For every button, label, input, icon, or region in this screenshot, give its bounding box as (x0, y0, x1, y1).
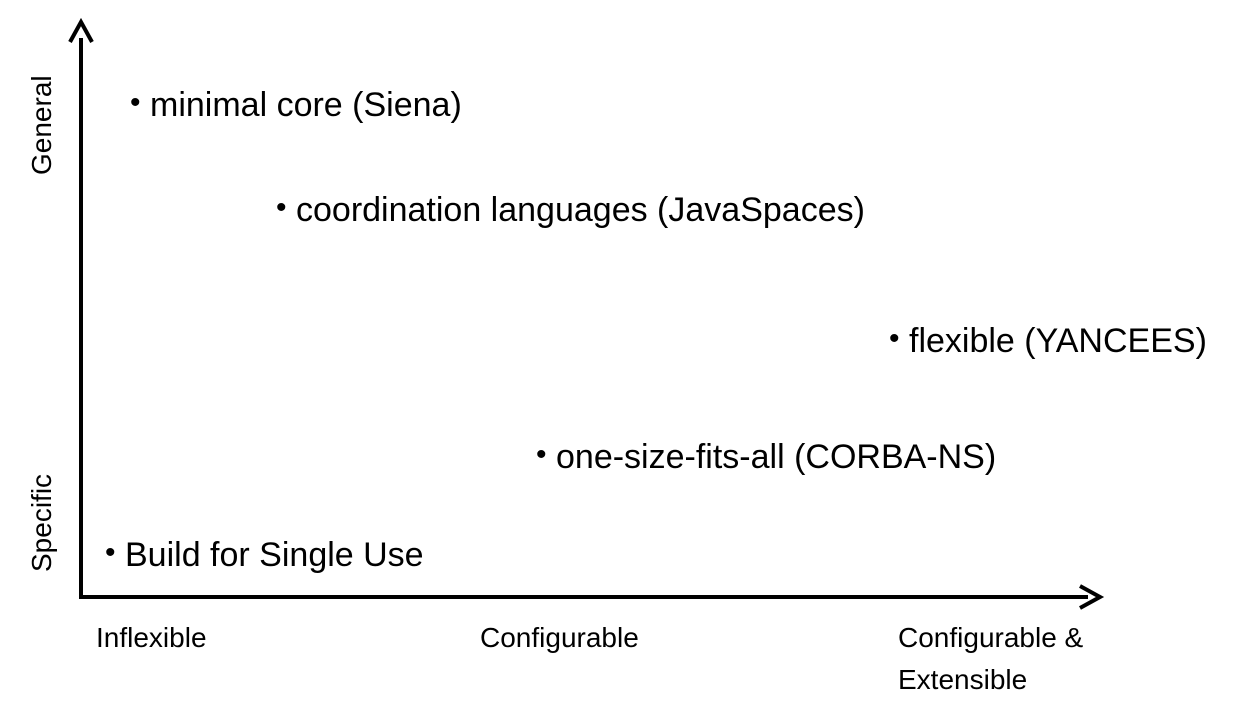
item-single-use: • Build for Single Use (105, 536, 424, 574)
item-one-size-fits-all-label: one-size-fits-all (CORBA-NS) (556, 438, 997, 476)
x-label-configurable-extensible-line1: Configurable & (898, 622, 1084, 653)
item-coordination-languages-label: coordination languages (JavaSpaces) (296, 191, 865, 229)
bullet-icon: • (130, 86, 141, 119)
x-label-inflexible: Inflexible (96, 622, 207, 653)
item-minimal-core-label: minimal core (Siena) (150, 86, 462, 124)
y-label-general: General (26, 75, 57, 175)
x-label-configurable-extensible: Configurable & Extensible (898, 617, 1083, 701)
item-flexible-label: flexible (YANCEES) (909, 322, 1207, 360)
x-axis-arrowhead (1079, 584, 1105, 610)
bullet-icon: • (276, 191, 287, 224)
bullet-icon: • (889, 322, 900, 355)
y-label-specific: Specific (26, 473, 57, 572)
item-one-size-fits-all: • one-size-fits-all (CORBA-NS) (536, 438, 997, 476)
item-coordination-languages: • coordination languages (JavaSpaces) (276, 191, 865, 229)
item-flexible: • flexible (YANCEES) (889, 322, 1207, 360)
item-minimal-core: • minimal core (Siena) (130, 86, 462, 124)
bullet-icon: • (536, 438, 547, 471)
item-single-use-label: Build for Single Use (125, 536, 424, 574)
y-axis-arrowhead (68, 17, 94, 43)
bullet-icon: • (105, 536, 116, 569)
x-label-configurable: Configurable (480, 622, 639, 653)
x-label-configurable-extensible-line2: Extensible (898, 664, 1028, 695)
